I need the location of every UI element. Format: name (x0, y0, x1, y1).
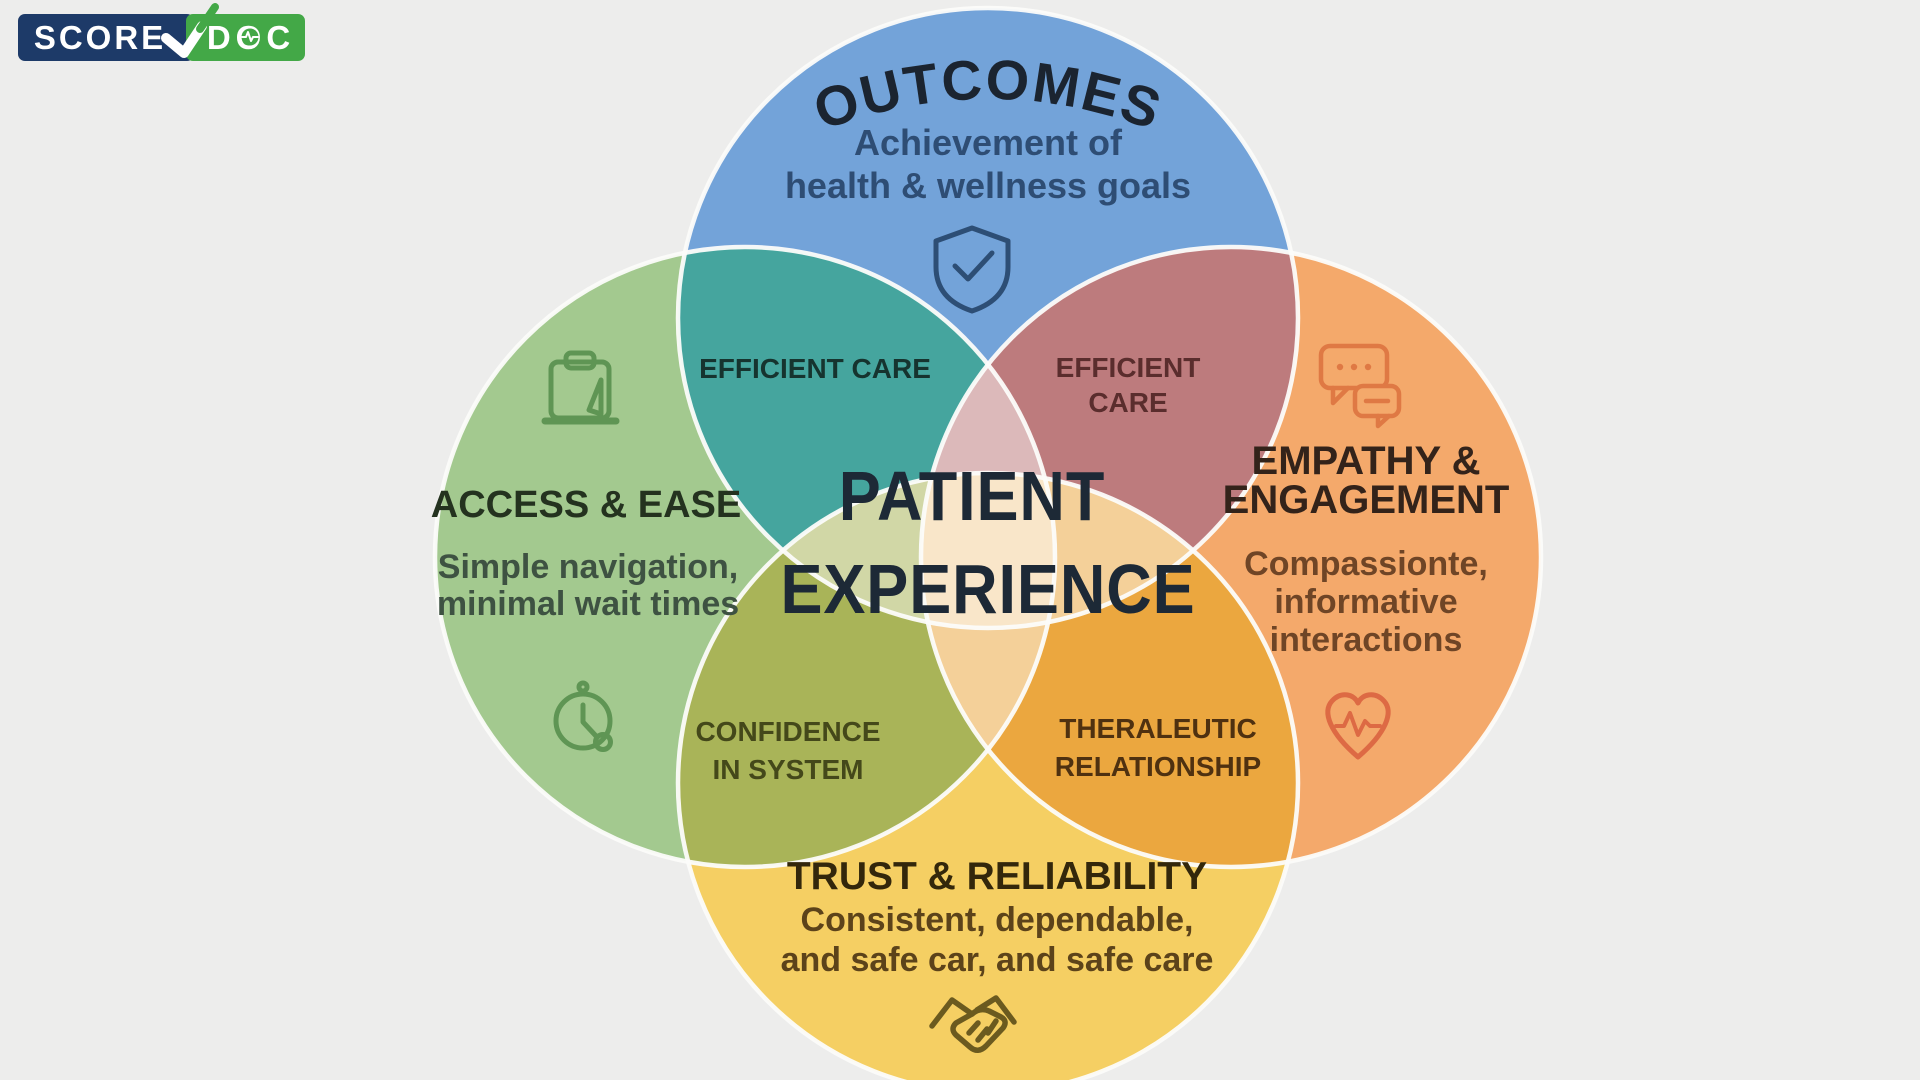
clipboard-icon (541, 350, 620, 425)
scoredoc-logo: SCORE DOC (18, 3, 305, 61)
overlap-top-left-label: EFFICIENT CARE (699, 353, 931, 384)
overlap-bottom-left-label-line1: CONFIDENCE (695, 716, 880, 747)
empathy-subtitle-line3: interactions (1270, 621, 1463, 659)
overlap-bottom-right-label-line2: RELATIONSHIP (1055, 751, 1261, 782)
empathy-subtitle-line2: informative (1274, 583, 1457, 621)
outcomes-subtitle-line2: health & wellness goals (785, 165, 1191, 206)
outcomes-subtitle-line1: Achievement of (854, 122, 1123, 163)
access-ease-subtitle-line1: Simple navigation, (438, 548, 738, 586)
circle-outlines (432, 5, 1544, 1080)
access-ease-subtitle-line2: minimal wait times (437, 585, 739, 623)
center-title-line2: EXPERIENCE (780, 551, 1195, 629)
clock-icon (553, 680, 613, 752)
empathy-title-line1: EMPATHY & (1252, 439, 1481, 483)
heart-pulse-icon (1325, 692, 1391, 760)
logo-pulse-icon (241, 28, 259, 46)
trust-subtitle-line1: Consistent, dependable, (801, 901, 1194, 939)
shield-check-icon (933, 225, 1011, 314)
access-ease-title: ACCESS & EASE (431, 484, 741, 526)
overlap-top-right-label-line1: EFFICIENT (1056, 352, 1201, 383)
logo-score-text: SCORE (34, 19, 166, 56)
overlap-bottom-right-label-line1: THERALEUTIC (1059, 713, 1257, 744)
chat-bubbles-icon (1318, 343, 1402, 429)
center-title-line1: PATIENT (839, 458, 1105, 536)
logo-score-bg (18, 14, 194, 61)
empathy-title-line2: ENGAGEMENT (1223, 478, 1510, 522)
trust-title: TRUST & RELIABILITY (787, 855, 1207, 898)
trust-subtitle-line2: and safe car, and safe care (781, 941, 1214, 979)
logo-checkmark-icon (161, 3, 219, 58)
overlap-top-right-label-line2: CARE (1088, 387, 1167, 418)
handshake-icon (929, 995, 1017, 1053)
overlap-bottom-left-label-line2: IN SYSTEM (713, 754, 864, 785)
empathy-subtitle-line1: Compassionte, (1244, 545, 1488, 583)
